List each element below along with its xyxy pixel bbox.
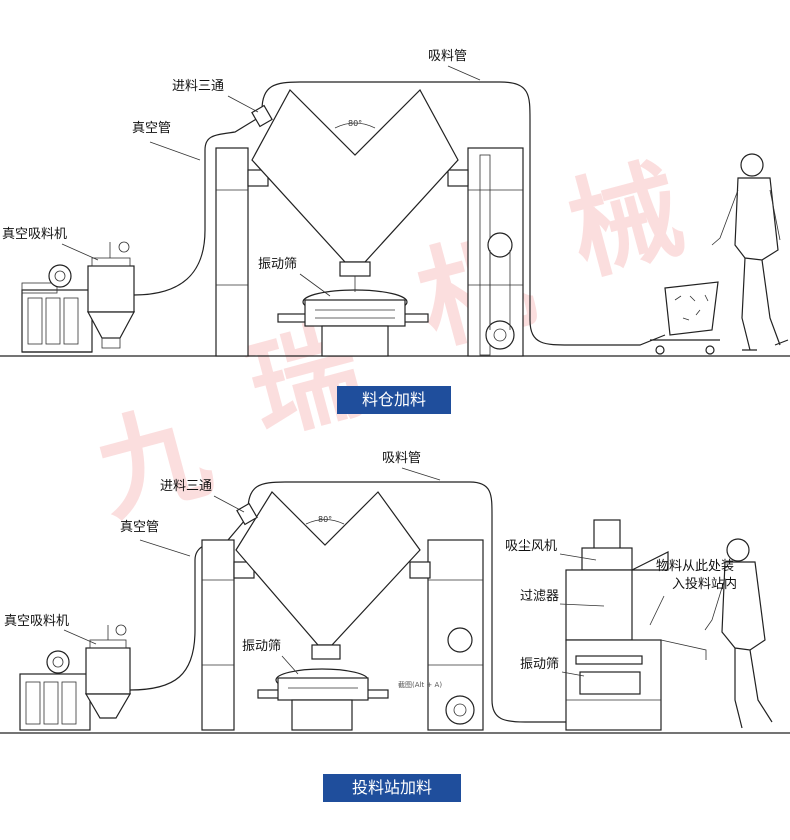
label-feed-tee-2: 进料三通	[160, 479, 212, 494]
label-vacuum-loader: 真空吸料机	[2, 227, 67, 242]
mixer-outlet-2	[311, 644, 341, 660]
label-filter: 过滤器	[520, 589, 559, 604]
panel-2-diagram: 80° 截图(Alt + A)	[0, 451, 790, 734]
panel-1-diagram: 80°	[0, 49, 790, 357]
angle-label: 80°	[348, 119, 362, 128]
worker-figure-2	[704, 538, 773, 729]
vibrating-screen	[277, 276, 429, 357]
watermark-char-1: 九	[83, 385, 223, 538]
mixer-outlet	[339, 261, 371, 277]
label-vacuum-pipe-2: 真空管	[120, 520, 159, 535]
label-station-screen: 振动筛	[520, 657, 559, 672]
vacuum-pipe	[133, 117, 259, 296]
label-suction-pipe: 吸料管	[428, 49, 467, 64]
label-material-note-line2: 入投料站内	[672, 576, 737, 592]
label-vacuum-pipe: 真空管	[132, 121, 171, 136]
angle-arc-2	[305, 519, 345, 525]
label-dust-fan: 吸尘风机	[505, 539, 557, 554]
watermark-char-4: 械	[555, 144, 695, 297]
angle-label-2: 80°	[318, 515, 332, 524]
v-mixer-frame	[215, 147, 524, 357]
angle-arc	[334, 122, 376, 129]
vacuum-loader-machine-2	[19, 624, 132, 731]
screenshot-tag: 截图(Alt + A)	[398, 680, 442, 689]
caption-station-feeding: 投料站加料	[323, 774, 461, 802]
feeding-station	[565, 519, 707, 731]
feed-tee-fitting	[251, 104, 273, 128]
label-vibrating-screen: 振动筛	[258, 257, 297, 272]
vibrating-screen-2	[257, 668, 389, 731]
worker-figure	[711, 153, 789, 351]
label-suction-pipe-2: 吸料管	[382, 451, 421, 466]
caption-bin-feeding: 料仓加料	[337, 386, 451, 414]
vacuum-loader-machine	[21, 241, 136, 353]
label-vacuum-loader-2: 真空吸料机	[4, 614, 69, 629]
label-feed-tee: 进料三通	[172, 79, 224, 94]
suction-pipe-2	[247, 481, 570, 723]
label-material-note-line1: 物料从此处装	[656, 559, 734, 574]
feed-tee-fitting-2	[236, 502, 258, 526]
dust-fan-motor	[593, 519, 621, 551]
feed-hopper-cart	[650, 281, 720, 355]
label-vibrating-screen-2: 振动筛	[242, 639, 281, 654]
suction-pipe	[261, 81, 666, 346]
v-mixer-frame-2	[201, 539, 484, 731]
